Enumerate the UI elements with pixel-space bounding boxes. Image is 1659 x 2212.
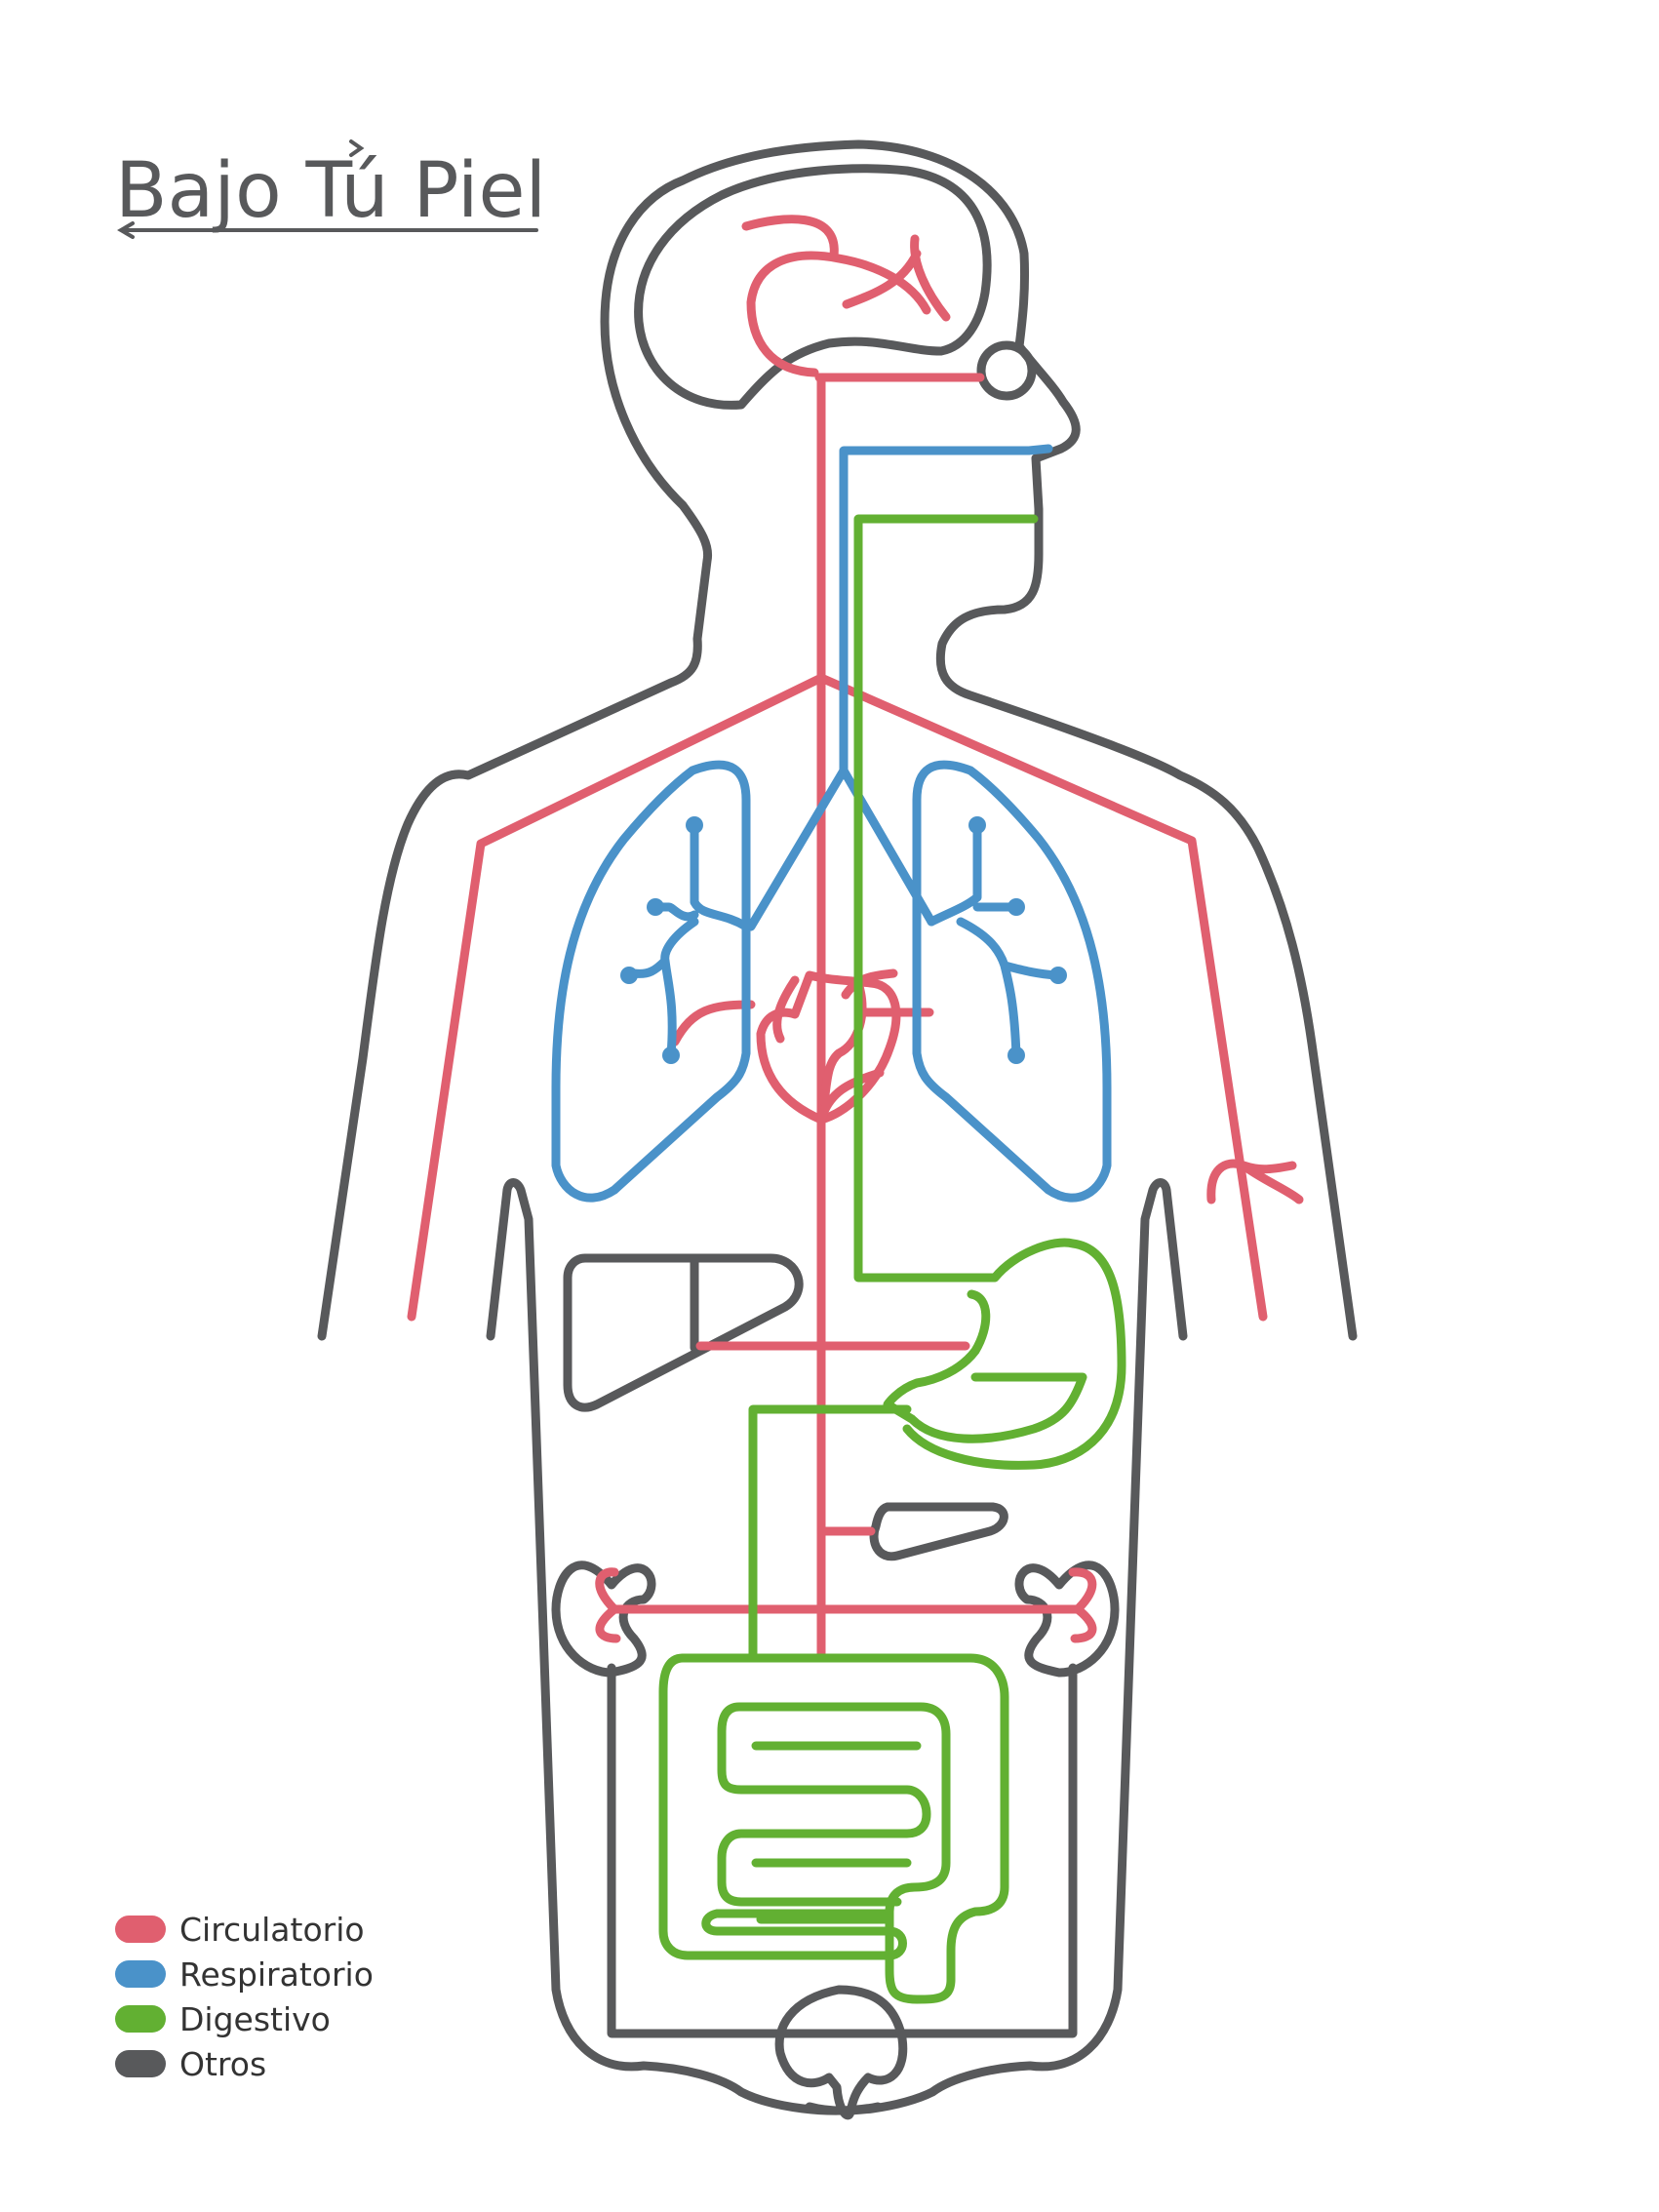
legend-item-respiratory: Respiratorio (115, 1952, 374, 1996)
left-bronchioles (624, 822, 751, 1060)
legend-swatch (115, 2050, 166, 2077)
legend-label: Respiratorio (179, 1955, 374, 1994)
circulatory-system (407, 215, 1304, 1663)
digestive-system (658, 514, 1126, 2004)
spleen (869, 1502, 1008, 1561)
liver (563, 1253, 804, 1412)
duodenum (748, 1404, 912, 1663)
left-arm-artery (407, 673, 826, 1322)
right-arm-artery (816, 673, 1268, 1322)
heart (756, 970, 901, 1125)
legend-item-digestive: Digestivo (115, 1996, 374, 2041)
respiratory-system (551, 444, 1112, 1203)
brain-vessels (741, 215, 951, 377)
body-outline (317, 139, 1358, 1341)
legend-swatch (115, 1960, 166, 1988)
bronchi (746, 766, 936, 931)
right-lung (912, 760, 1112, 1203)
heart-vessels (670, 968, 934, 1125)
brain (634, 164, 992, 410)
right-kidney (1014, 1560, 1120, 1678)
legend-swatch (115, 2005, 166, 2033)
other-system (317, 139, 1358, 2120)
legend-label: Digestivo (179, 1999, 331, 2038)
title: Bajo Tú Piel (115, 147, 546, 235)
esophagus (853, 514, 1126, 1470)
small-intestine (678, 1653, 1009, 2004)
bladder (774, 1985, 908, 2120)
legend-label: Circulatorio (179, 1910, 365, 1949)
large-intestine (658, 1653, 907, 1960)
left-lung (551, 760, 751, 1203)
left-torso-side (486, 1178, 883, 2115)
stomach-inner (883, 1289, 1087, 1443)
trachea (839, 444, 1053, 775)
eye (976, 340, 1037, 401)
right-arm-branch (1206, 1159, 1304, 1205)
right-bronchioles (927, 822, 1061, 1060)
right-kidney-vessels (1068, 1567, 1097, 1643)
abdominal-cavity (607, 1663, 1078, 2038)
legend-item-other: Otros (115, 2041, 374, 2086)
legend-label: Otros (179, 2044, 267, 2083)
legend: Circulatorio Respiratorio Digestivo Otro… (115, 1907, 374, 2086)
legend-swatch (115, 1916, 166, 1943)
left-kidney-vessels (595, 1567, 621, 1643)
left-kidney (551, 1560, 656, 1678)
legend-item-circulatory: Circulatorio (115, 1907, 374, 1952)
title-logo: Bajo Tú Piel (115, 139, 546, 239)
right-torso-side (805, 1178, 1188, 2115)
